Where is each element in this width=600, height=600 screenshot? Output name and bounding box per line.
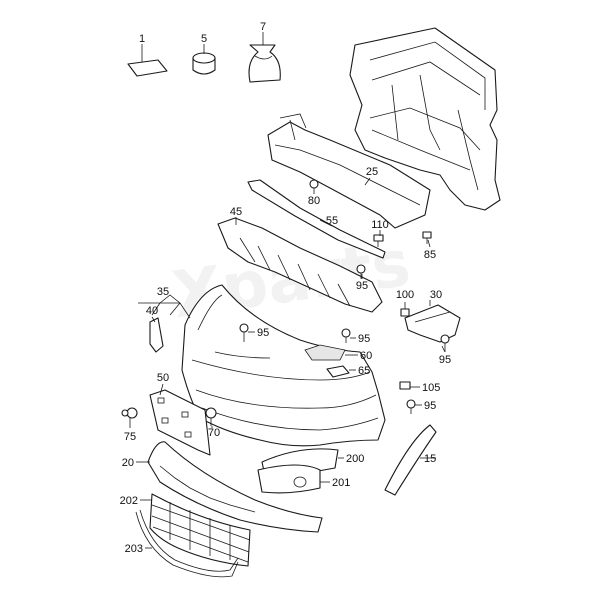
part-80-nut[interactable] — [309, 179, 319, 189]
part-85-bolt[interactable] — [422, 231, 432, 244]
part-60-insert[interactable] — [304, 344, 346, 361]
part-25-support-frame[interactable] — [349, 27, 501, 211]
callout-95-a[interactable]: 95 — [356, 280, 368, 292]
part-95-screw-a[interactable] — [356, 264, 366, 279]
part-65-pad[interactable] — [326, 365, 350, 378]
callout-105[interactable]: 105 — [422, 382, 440, 394]
part-201-fog-cover[interactable] — [257, 464, 321, 494]
part-15-arch-trim[interactable] — [384, 424, 437, 496]
callout-80[interactable]: 80 — [308, 195, 320, 207]
part-7-bag[interactable] — [248, 44, 281, 83]
part-40-cap[interactable] — [149, 317, 164, 353]
part-95-screw-c[interactable] — [341, 328, 351, 343]
callout-203[interactable]: 203 — [125, 543, 143, 555]
callout-35[interactable]: 35 — [157, 286, 169, 298]
callout-40[interactable]: 40 — [146, 305, 158, 317]
callout-100[interactable]: 100 — [396, 289, 414, 301]
callout-50[interactable]: 50 — [157, 372, 169, 384]
callout-95-e[interactable]: 95 — [424, 400, 436, 412]
part-30-side-bracket[interactable] — [404, 304, 461, 343]
part-75-clip[interactable] — [121, 407, 138, 419]
callout-15[interactable]: 15 — [424, 453, 436, 465]
part-55-strip[interactable] — [247, 179, 386, 259]
callout-20[interactable]: 20 — [122, 457, 134, 469]
callout-5[interactable]: 5 — [201, 33, 207, 45]
callout-labels: 1 5 7 25 80 45 55 110 85 95 35 40 95 95 … — [120, 21, 451, 555]
part-5-cap[interactable] — [192, 52, 216, 75]
part-20-spoiler[interactable] — [147, 441, 323, 533]
part-105-clip[interactable] — [399, 381, 411, 390]
part-95-screw-b[interactable] — [239, 323, 249, 342]
callout-110[interactable]: 110 — [371, 219, 389, 231]
part-100-clip[interactable] — [400, 308, 410, 317]
callout-95-d[interactable]: 95 — [439, 354, 451, 366]
callout-85[interactable]: 85 — [424, 249, 436, 261]
part-80-crash-bar[interactable] — [267, 113, 431, 229]
part-110-bolt[interactable] — [373, 234, 384, 247]
callout-201[interactable]: 201 — [332, 477, 350, 489]
part-203-trim[interactable] — [135, 509, 239, 578]
part-1-pad[interactable] — [127, 59, 168, 77]
callout-7[interactable]: 7 — [260, 21, 266, 33]
callout-55[interactable]: 55 — [326, 215, 338, 227]
callout-95-c[interactable]: 95 — [358, 333, 370, 345]
part-95-screw-e[interactable] — [406, 399, 416, 414]
part-202-grille[interactable] — [149, 493, 251, 567]
part-70-clip[interactable] — [205, 407, 217, 426]
callout-95-b[interactable]: 95 — [257, 327, 269, 339]
part-50-plate-bracket[interactable] — [149, 389, 211, 456]
leader-lines — [129, 32, 446, 549]
callout-1[interactable]: 1 — [139, 33, 145, 45]
callout-45[interactable]: 45 — [230, 206, 242, 218]
callout-70[interactable]: 70 — [208, 427, 220, 439]
callout-65[interactable]: 65 — [358, 365, 370, 377]
callout-202[interactable]: 202 — [120, 495, 138, 507]
part-95-screw-d[interactable] — [440, 334, 450, 352]
part-45-absorber[interactable] — [217, 217, 383, 313]
callout-75[interactable]: 75 — [124, 431, 136, 443]
callout-60[interactable]: 60 — [360, 350, 372, 362]
callout-200[interactable]: 200 — [346, 453, 364, 465]
callout-30[interactable]: 30 — [430, 289, 442, 301]
callout-25[interactable]: 25 — [366, 166, 378, 178]
